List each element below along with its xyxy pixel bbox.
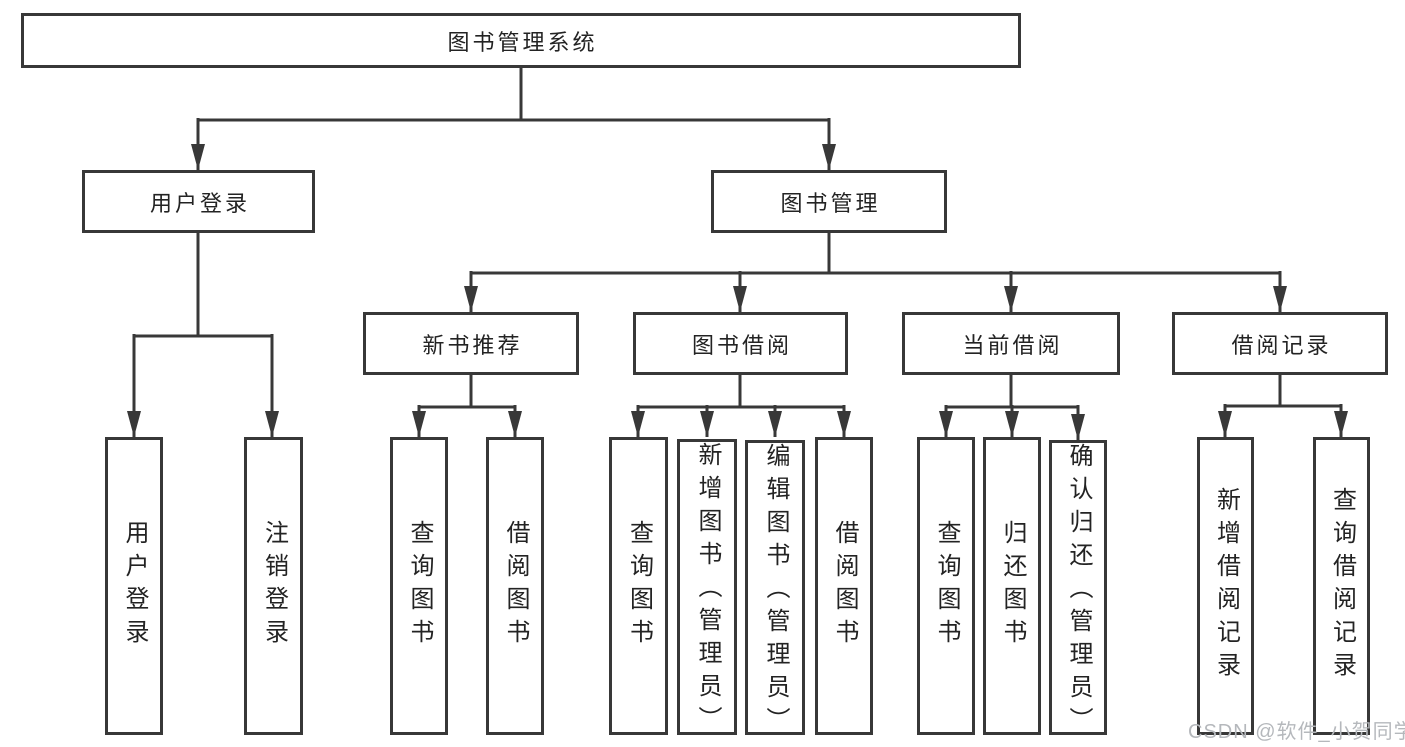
node-label: 查询借阅记录 xyxy=(1328,487,1356,685)
leaf-add-borrow-record: 新增借阅记录 xyxy=(1197,437,1254,735)
node-label: 编辑图书（管理员） xyxy=(762,443,789,740)
node-label: 图书管理系统 xyxy=(447,29,598,55)
node-label: 查询图书 xyxy=(933,520,960,652)
leaf-borrow-books: 借阅图书 xyxy=(815,437,873,735)
node-label: 借阅图书 xyxy=(502,520,529,652)
node-label: 新增借阅记录 xyxy=(1212,487,1240,685)
node-label: 用户登录 xyxy=(149,190,250,216)
leaf-query-books-current: 查询图书 xyxy=(917,437,975,735)
node-book-borrow: 图书借阅 xyxy=(633,312,848,375)
node-label: 查询图书 xyxy=(406,520,433,652)
node-label: 注销登录 xyxy=(260,520,288,652)
leaf-logout: 注销登录 xyxy=(244,437,303,735)
leaf-edit-books-admin: 编辑图书（管理员） xyxy=(745,440,805,740)
csdn-watermark: CSDN @软件_小贺同学 xyxy=(1188,721,1405,743)
node-label: 借阅记录 xyxy=(1231,332,1332,358)
node-user-login: 用户登录 xyxy=(82,170,315,233)
node-label: 查询图书 xyxy=(625,520,653,652)
node-label: 用户登录 xyxy=(121,520,148,652)
node-root-system: 图书管理系统 xyxy=(21,13,1021,68)
leaf-return-books: 归还图书 xyxy=(983,437,1041,735)
leaf-user-login: 用户登录 xyxy=(105,437,163,735)
leaf-confirm-return-admin: 确认归还（管理员） xyxy=(1049,440,1107,740)
node-new-book-recommend: 新书推荐 xyxy=(363,312,579,375)
leaf-query-borrow-record: 查询借阅记录 xyxy=(1313,437,1370,735)
node-label: 图书管理 xyxy=(780,190,881,216)
node-label: 新增图书（管理员） xyxy=(694,442,721,739)
node-current-borrow: 当前借阅 xyxy=(902,312,1120,375)
node-label: 图书借阅 xyxy=(691,332,792,358)
leaf-borrow-books-recommend: 借阅图书 xyxy=(486,437,544,735)
node-label: 确认归还（管理员） xyxy=(1065,443,1092,740)
leaf-query-books-recommend: 查询图书 xyxy=(390,437,448,735)
node-label: 借阅图书 xyxy=(831,520,858,652)
node-label: 新书推荐 xyxy=(422,332,523,358)
leaf-query-books-borrow: 查询图书 xyxy=(609,437,668,735)
node-book-management: 图书管理 xyxy=(711,170,947,233)
node-borrow-record: 借阅记录 xyxy=(1172,312,1388,375)
node-label: 当前借阅 xyxy=(962,332,1063,358)
node-label: 归还图书 xyxy=(999,520,1026,652)
leaf-add-books-admin: 新增图书（管理员） xyxy=(677,439,737,739)
